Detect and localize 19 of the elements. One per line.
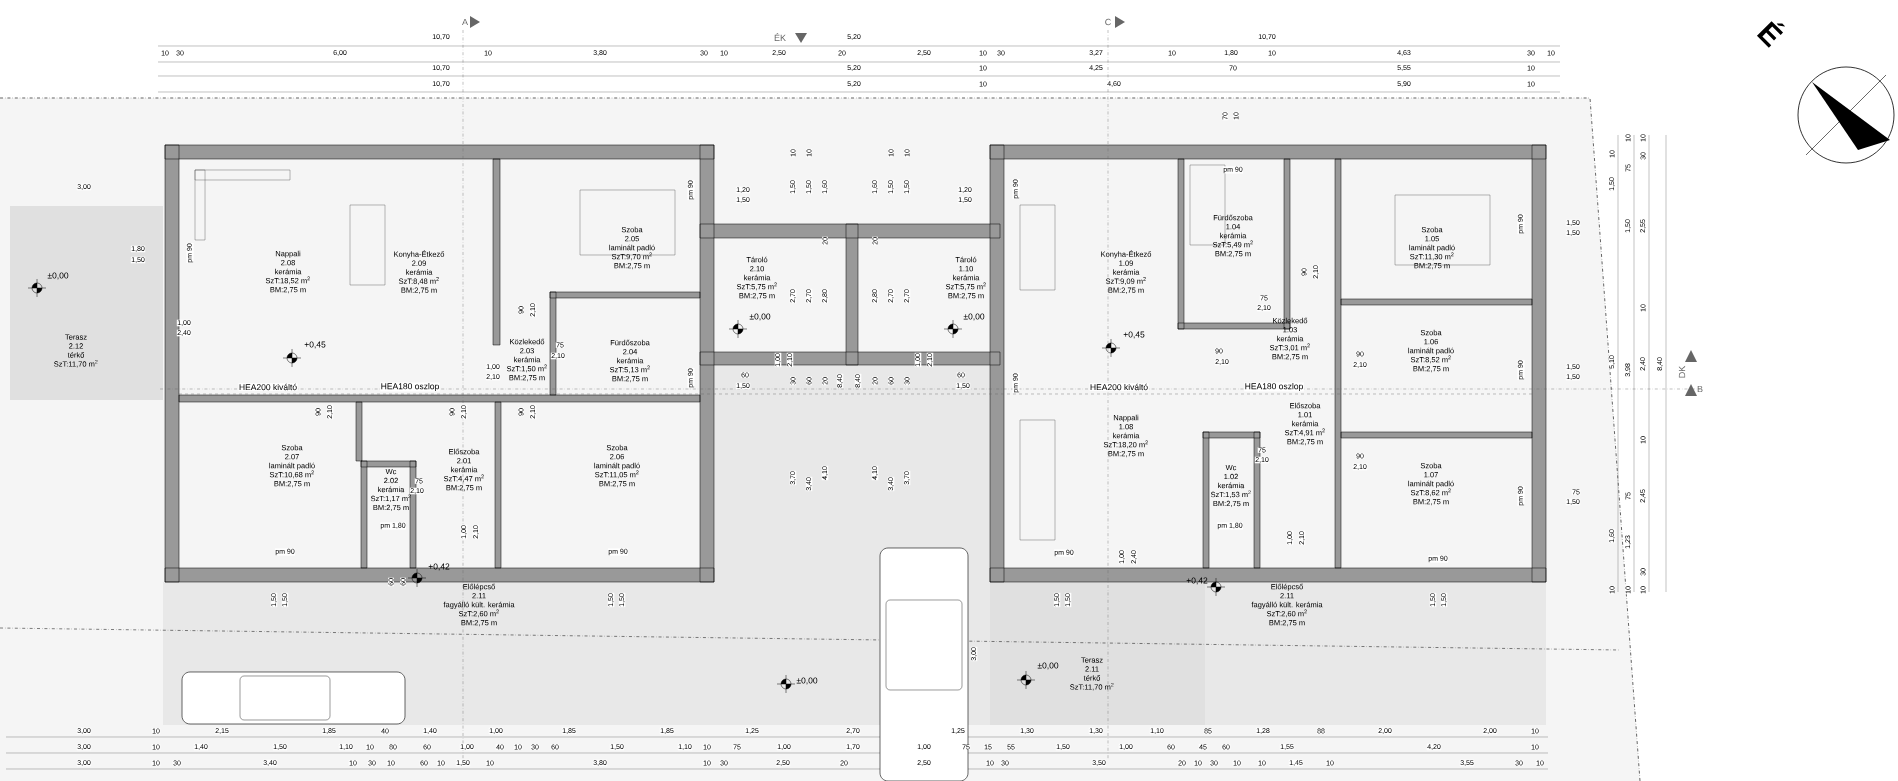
beam-label: HEA200 kiváltó [238,383,298,391]
level-label: ±0,00 [796,677,818,685]
north-label: É [1756,21,1785,48]
level-label: ±0,00 [749,313,771,321]
beam-label: HEA200 kiváltó [1089,383,1149,391]
level-label: ±0,00 [1037,662,1059,670]
section-label: A [462,18,468,26]
section-label: DK [1678,365,1686,378]
beam-label: HEA180 oszlop [1244,382,1304,392]
beam-label: HEA180 oszlop [380,382,440,392]
level-label: ±0,00 [963,313,985,321]
level-label: +0,45 [1123,331,1145,339]
level-label: +0,42 [1186,577,1208,585]
level-label: +0,45 [304,341,326,349]
section-label: ÉK [774,33,786,41]
level-label: +0,42 [428,563,450,571]
level-label: ±0,00 [47,272,69,280]
section-label: C [1105,18,1111,26]
section-label: B [1697,385,1703,393]
